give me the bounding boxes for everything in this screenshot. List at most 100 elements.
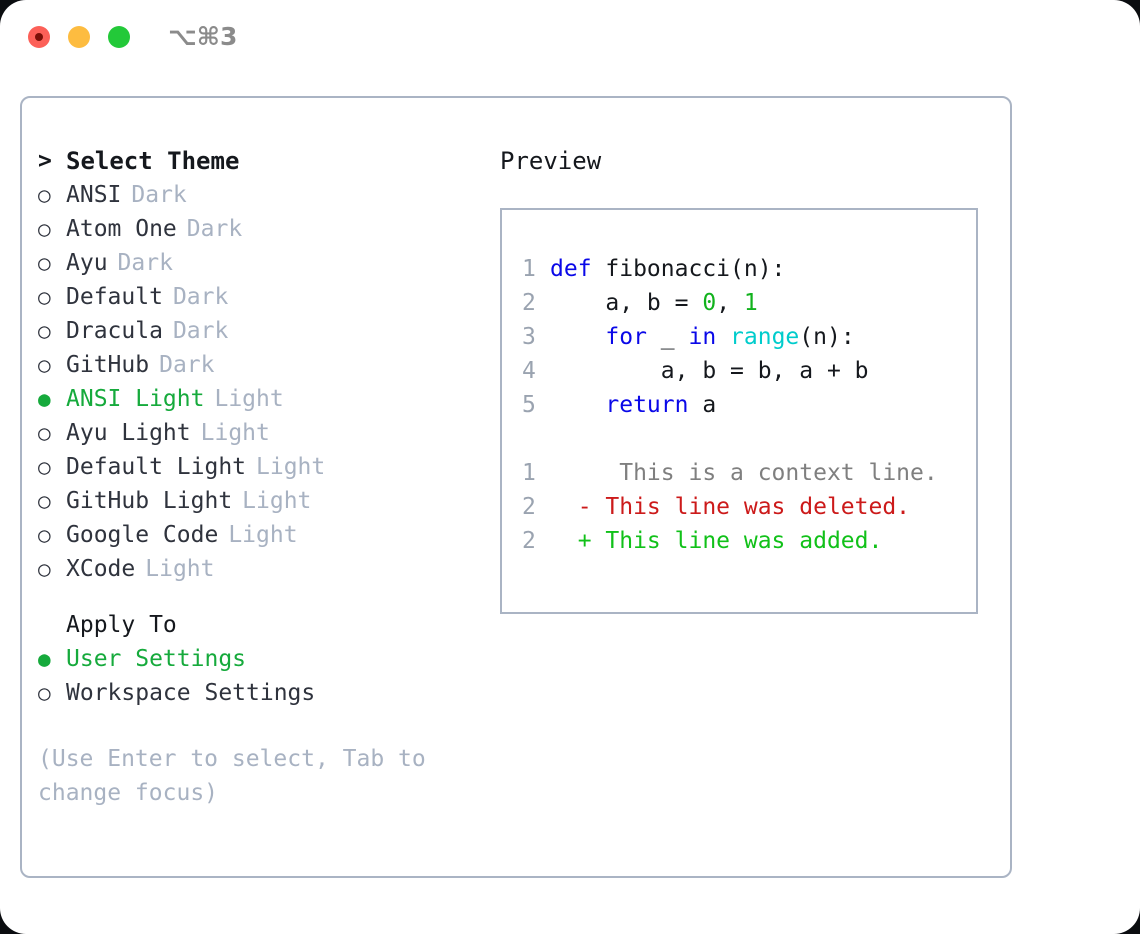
radio-unselected-icon[interactable]: ○	[38, 421, 51, 445]
theme-list-item[interactable]: ○ ANSI Dark	[38, 178, 478, 212]
code-token	[550, 324, 605, 350]
apply-to-option[interactable]: ○ Workspace Settings	[38, 676, 478, 710]
minimize-window-button[interactable]	[68, 26, 90, 48]
radio-selected-icon[interactable]: ●	[38, 647, 51, 671]
code-token: for	[605, 324, 661, 350]
diff-marker: -	[550, 494, 592, 520]
apply-to-title: Apply To	[66, 612, 177, 638]
radio-unselected-icon[interactable]: ○	[38, 217, 51, 241]
radio-unselected-icon[interactable]: ○	[38, 455, 51, 479]
preview-title: Preview	[500, 147, 602, 175]
radio-unselected-icon[interactable]: ○	[38, 557, 51, 581]
line-number: 3	[522, 324, 536, 350]
theme-list-item[interactable]: ○ Ayu Dark	[38, 246, 478, 280]
code-token: 1	[743, 290, 758, 316]
radio-selected-icon[interactable]: ●	[38, 387, 51, 411]
theme-list-item[interactable]: ○ GitHub Light Light	[38, 484, 478, 518]
theme-variant-tag: Dark	[131, 182, 187, 208]
line-number: 1	[522, 256, 536, 282]
code-line: 3 for _ in range(n):	[522, 320, 976, 354]
apply-to-option[interactable]: ● User Settings	[38, 642, 478, 676]
diff-text: This line was added.	[591, 528, 883, 554]
close-window-button[interactable]	[28, 26, 50, 48]
diff-line: 2 + This line was added.	[522, 524, 976, 558]
theme-name-label: Default Light	[66, 454, 247, 480]
caret-icon: >	[38, 148, 52, 174]
code-token: _	[660, 324, 689, 350]
theme-name-label: ANSI Light	[66, 386, 205, 412]
code-text: def fibonacci(n):	[550, 252, 785, 286]
theme-picker-heading: > Select Theme	[38, 144, 478, 178]
theme-list-item[interactable]: ○ XCode Light	[38, 552, 478, 586]
theme-name-label: GitHub Light	[66, 488, 233, 514]
theme-list-item[interactable]: ○ GitHub Dark	[38, 348, 478, 382]
radio-unselected-icon[interactable]: ○	[38, 285, 51, 309]
code-token	[550, 392, 605, 418]
code-line: 5 return a	[522, 388, 976, 422]
code-token: def	[550, 256, 606, 282]
line-number: 5	[522, 392, 536, 418]
window-controls	[28, 26, 130, 48]
theme-variant-tag: Dark	[172, 318, 229, 344]
theme-name-label: Atom One	[66, 216, 177, 242]
keyboard-shortcut-label: ⌥⌘3	[168, 22, 238, 51]
radio-unselected-icon[interactable]: ○	[38, 489, 51, 513]
theme-name-label: Default	[66, 284, 163, 310]
diff-marker: +	[550, 528, 592, 554]
theme-variant-tag: Light	[145, 556, 215, 582]
apply-to-heading: Apply To	[38, 608, 478, 642]
theme-variant-tag: Dark	[186, 216, 243, 242]
theme-name-label: XCode	[66, 556, 136, 582]
diff-marker	[550, 456, 592, 490]
code-token: ,	[716, 290, 744, 316]
diff-text: This line was deleted.	[591, 494, 911, 520]
apply-to-label: Workspace Settings	[66, 680, 316, 706]
maximize-window-button[interactable]	[108, 26, 130, 48]
radio-unselected-icon[interactable]: ○	[38, 681, 51, 705]
theme-name-label: Ayu	[66, 250, 108, 276]
line-number: 2	[522, 494, 536, 520]
diff-line: 2 - This line was deleted.	[522, 490, 976, 524]
radio-unselected-icon[interactable]: ○	[38, 353, 51, 377]
radio-unselected-icon[interactable]: ○	[38, 183, 51, 207]
code-text: a, b = b, a + b	[550, 354, 869, 388]
code-text: return a	[550, 388, 716, 422]
theme-name-label: GitHub	[66, 352, 150, 378]
code-text: a, b = 0, 1	[550, 286, 758, 320]
section-divider	[38, 586, 478, 608]
theme-name-label: Ayu Light	[66, 420, 191, 446]
code-token: a	[702, 392, 717, 418]
apply-to-label: User Settings	[66, 646, 247, 672]
theme-list-item[interactable]: ○ Default Dark	[38, 280, 478, 314]
radio-unselected-icon[interactable]: ○	[38, 523, 51, 547]
code-token: fibonacci(n):	[605, 256, 786, 282]
theme-picker-title: Select Theme	[66, 147, 240, 175]
code-token: return	[605, 392, 703, 418]
line-number: 4	[522, 358, 536, 384]
theme-list-item[interactable]: ○ Dracula Dark	[38, 314, 478, 348]
theme-variant-tag: Dark	[159, 352, 215, 378]
theme-variant-tag: Light	[242, 488, 312, 514]
code-token: a, b =	[550, 290, 703, 316]
theme-name-label: Dracula	[66, 318, 163, 344]
code-token: (n):	[799, 324, 855, 350]
diff-line: 1 This is a context line.	[522, 456, 976, 490]
theme-name-label: ANSI	[66, 182, 122, 208]
code-text: for _ in range(n):	[550, 320, 855, 354]
radio-unselected-icon[interactable]: ○	[38, 319, 51, 343]
theme-variant-tag: Dark	[172, 284, 229, 310]
radio-unselected-icon[interactable]: ○	[38, 251, 51, 275]
title-bar: ⌥⌘3	[0, 0, 1140, 78]
theme-variant-tag: Dark	[117, 250, 173, 276]
theme-list-item[interactable]: ○ Atom One Dark	[38, 212, 478, 246]
